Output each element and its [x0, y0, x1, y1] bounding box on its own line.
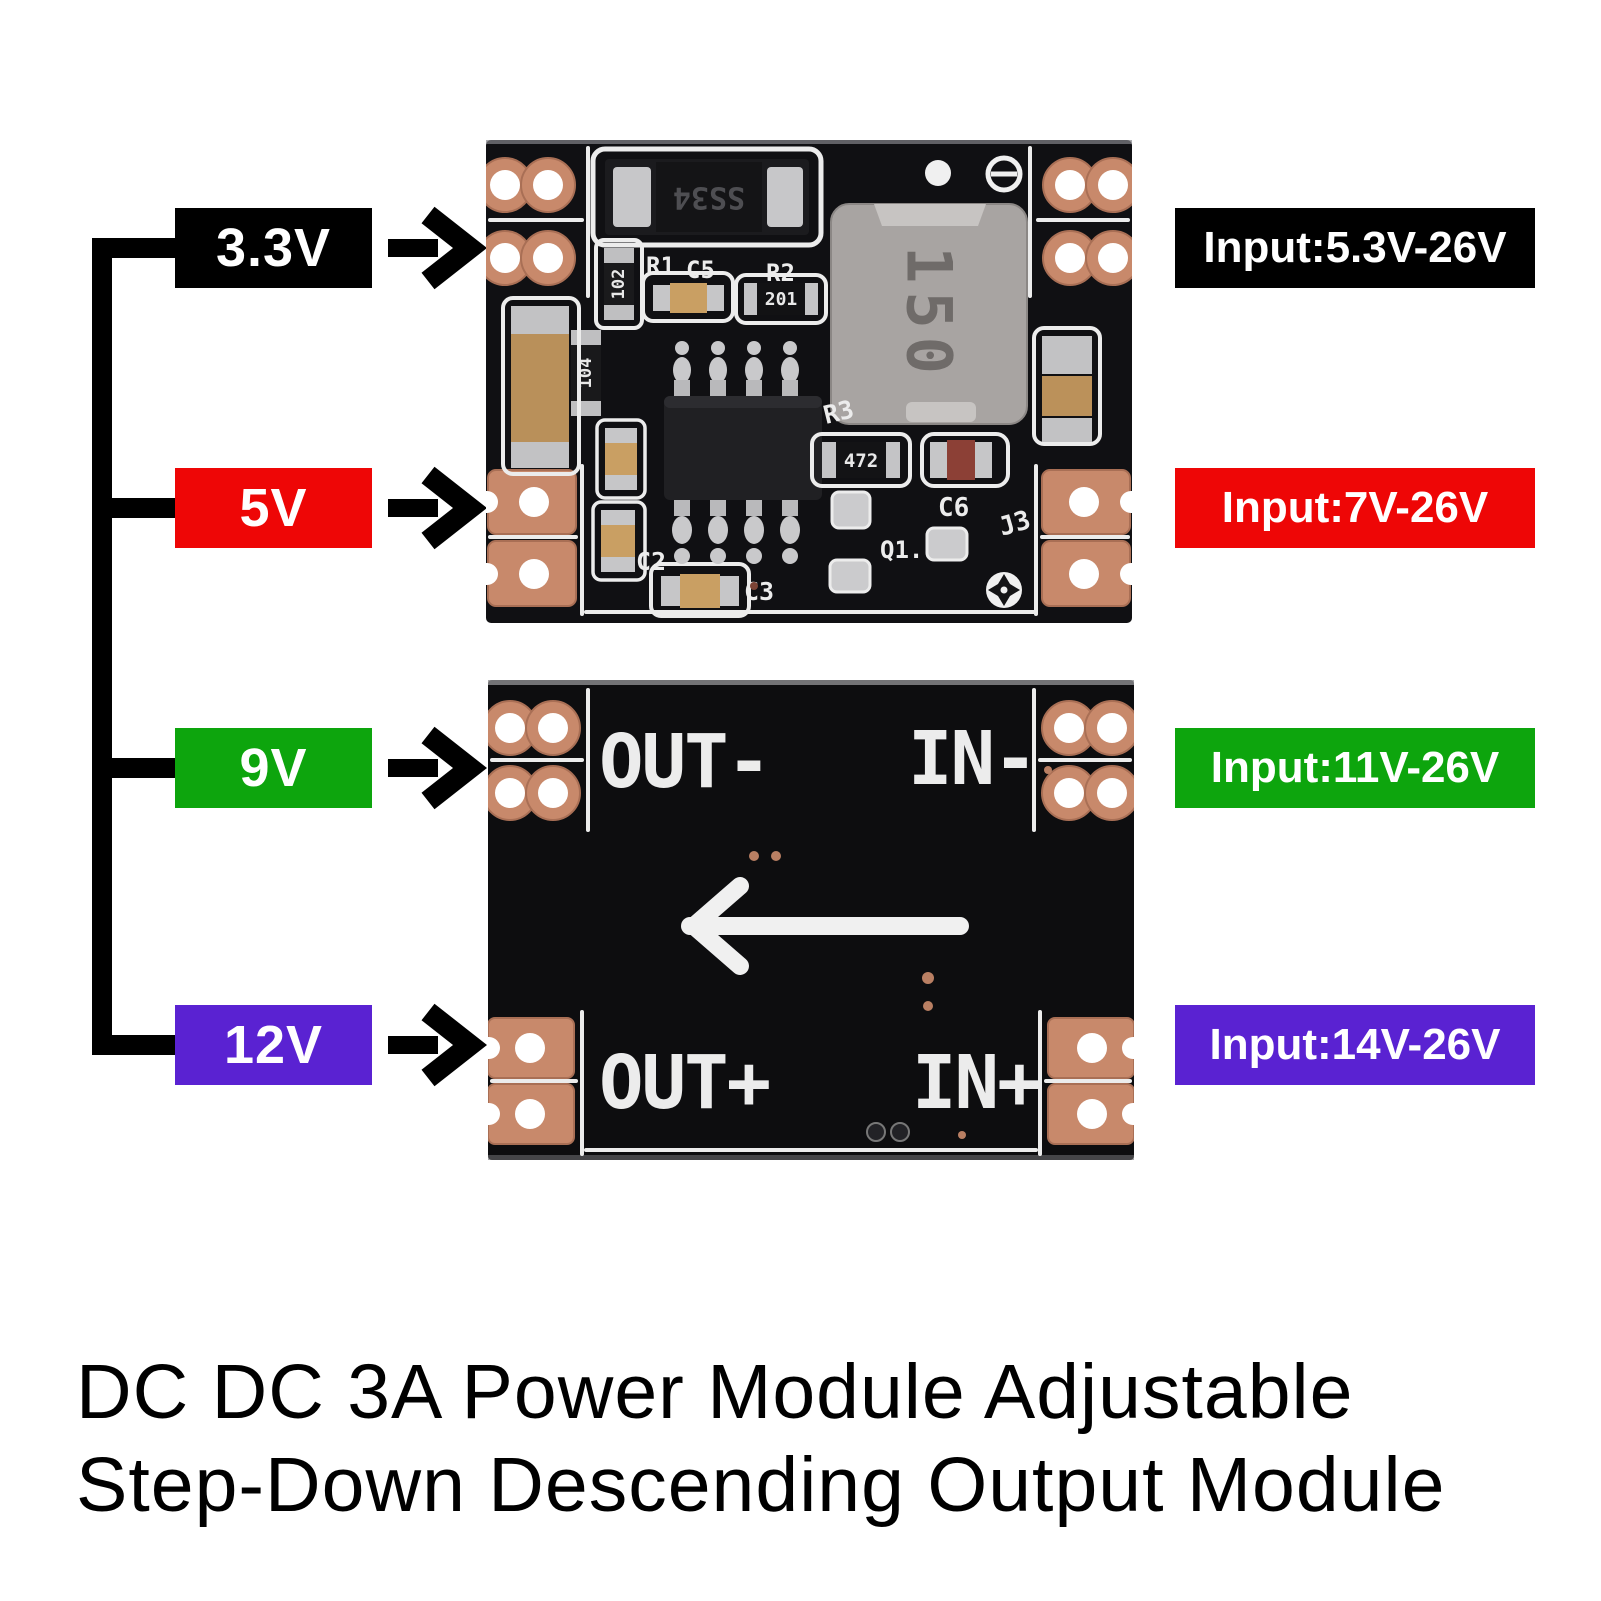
input-range-text: Input:7V-26V [1221, 483, 1489, 532]
resistor-r3: 472 [810, 432, 912, 488]
pad-holes [486, 170, 1132, 589]
ic-soic8 [664, 341, 822, 564]
board-edge [488, 680, 1134, 685]
diode-ss34: SS34 [590, 146, 824, 248]
product-title: DC DC 3A Power Module Adjustable Step-Do… [76, 1346, 1576, 1532]
diode-marking: SS34 [673, 180, 745, 215]
label-c6: C6 [938, 493, 969, 523]
voltage-text: 3.3V [215, 218, 332, 278]
label-r3: R3 [820, 394, 856, 429]
input-range-text: Input:5.3V-26V [1203, 223, 1507, 272]
inductor-marking: 150 [893, 246, 966, 382]
r1-marking: 102 [609, 269, 629, 300]
voltage-text: 12V [223, 1015, 324, 1075]
capacitor-c1 [595, 418, 647, 500]
board-edge-bottom [488, 1155, 1134, 1160]
pad-holes [488, 713, 1134, 1129]
title-line-2: Step-Down Descending Output Module [76, 1442, 1446, 1528]
capacitor-c2 [591, 500, 647, 582]
via-dot [750, 582, 758, 590]
label-c5: C5 [686, 256, 715, 284]
pad-label-out-pos: OUT+ [599, 1040, 770, 1126]
silkscreen-lines [490, 688, 1132, 1156]
input-range-9v: Input:11V-26V [1175, 728, 1535, 808]
voltage-label-12v: 12V [175, 1005, 372, 1085]
input-range-5v: Input:7V-26V [1175, 468, 1535, 548]
label-q1: Q1. [880, 536, 923, 564]
capacitor-c6 [920, 432, 1010, 488]
arrow-3v3 [388, 206, 487, 290]
capacitor-c5 [641, 271, 735, 323]
capacitor-c3 [649, 562, 751, 618]
board-edge [486, 140, 1132, 144]
input-range-12v: Input:14V-26V [1175, 1005, 1535, 1085]
pad-label-out-neg: OUT- [599, 719, 769, 805]
plus-screw-icon [986, 572, 1022, 608]
input-range-3v3: Input:5.3V-26V [1175, 208, 1535, 288]
input-range-text: Input:14V-26V [1209, 1020, 1501, 1069]
right-capacitor [1032, 326, 1102, 446]
input-range-text: Input:11V-26V [1210, 743, 1500, 792]
bus-lines [92, 238, 180, 1055]
voltage-text: 9V [239, 738, 308, 798]
resistor-r2: 201 [734, 273, 828, 325]
white-dot [925, 160, 951, 186]
pad-label-in-neg: IN- [908, 716, 1036, 802]
arrow-12v [388, 1003, 487, 1087]
silkscreen-lines [488, 146, 1130, 616]
arrow-5v [388, 466, 487, 550]
voltage-label-9v: 9V [175, 728, 372, 808]
label-r1: R1 [646, 252, 675, 280]
row-arrows [388, 206, 487, 1087]
title-line-1: DC DC 3A Power Module Adjustable [76, 1349, 1354, 1435]
capacitor-104: 104 [571, 330, 601, 416]
r3-marking: 472 [844, 450, 878, 472]
arrow-9v [388, 726, 487, 810]
solder-pads [828, 490, 969, 594]
pcb-top-view: SS34 102 R1 C5 R2 [486, 140, 1132, 623]
voltage-text: 5V [239, 478, 308, 538]
voltage-label-5v: 5V [175, 468, 372, 548]
label-c3: C3 [744, 577, 774, 606]
minus-circle-icon [985, 155, 1023, 193]
pcb-bottom-view: OUT- IN- OUT+ IN+ [488, 680, 1134, 1160]
resistor-r1: 102 [594, 238, 644, 330]
pad-label-in-pos: IN+ [912, 1040, 1040, 1126]
r2-marking: 201 [765, 289, 798, 310]
left-capacitor [501, 296, 581, 476]
voltage-label-3v3: 3.3V [175, 208, 372, 288]
direction-arrow-icon [681, 877, 969, 975]
inductor-150: 150 [830, 203, 1028, 425]
via-dots [749, 766, 1052, 1142]
